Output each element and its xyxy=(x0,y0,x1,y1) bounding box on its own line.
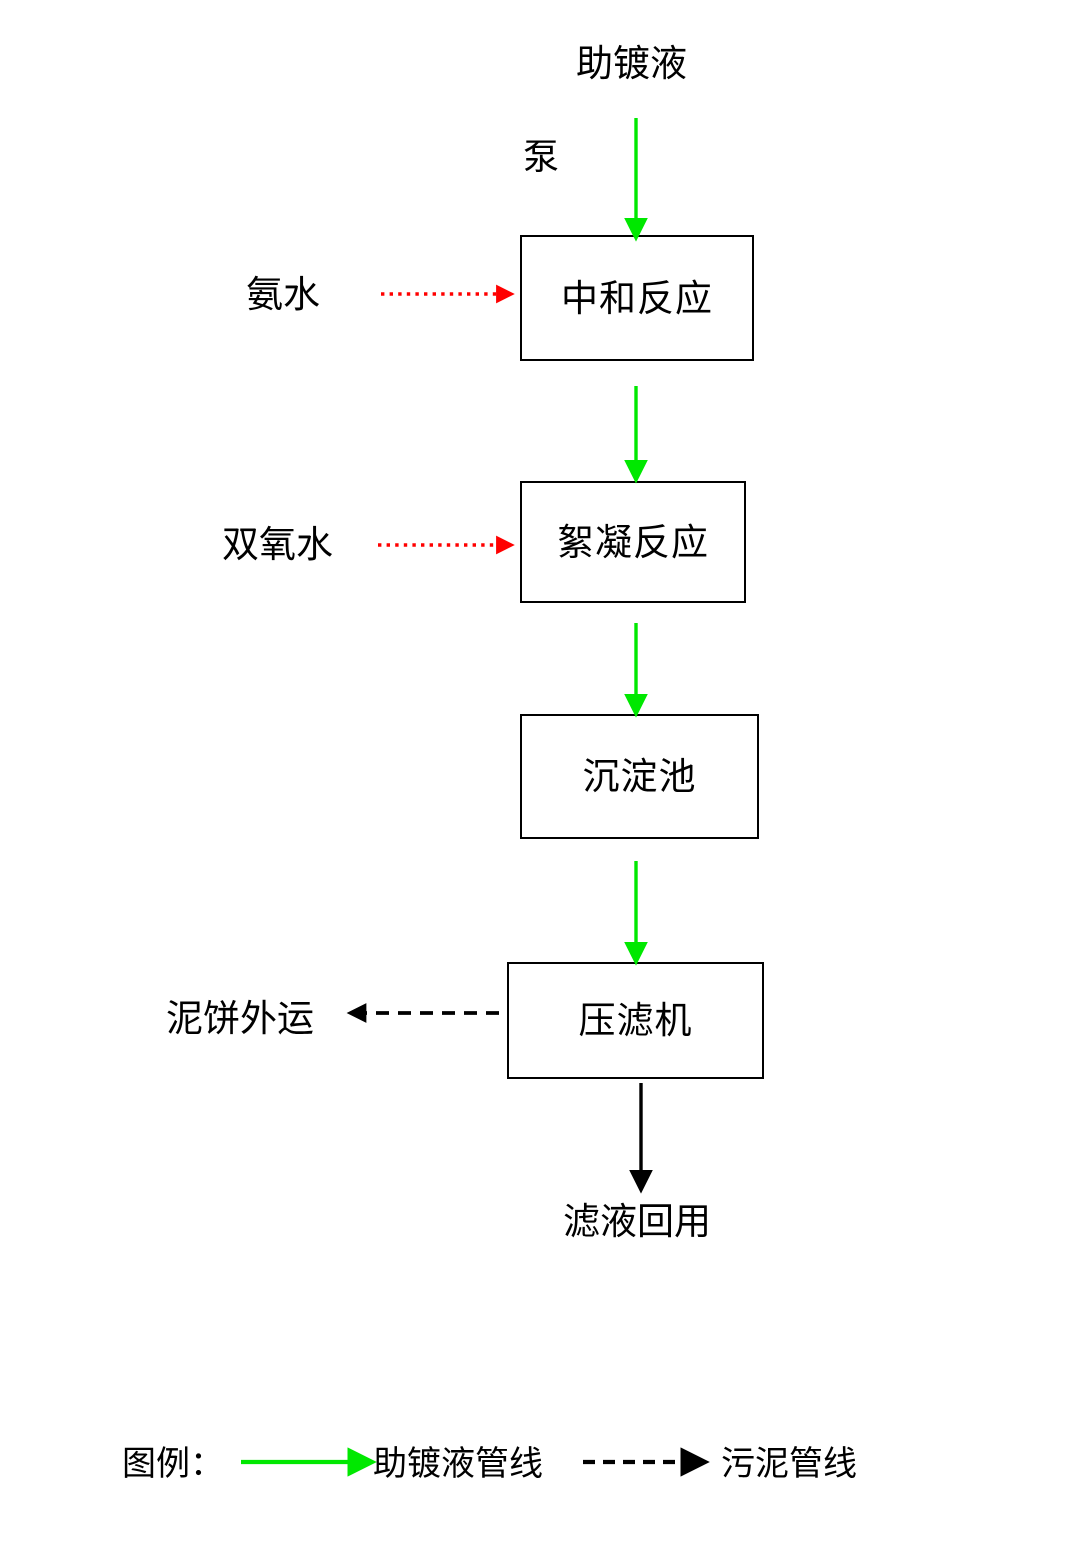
legend-title: 图例： xyxy=(122,1444,224,1484)
filtrate-reuse-output-label: 滤液回用 xyxy=(563,1200,711,1243)
legend-label-flux-pipeline: 助镀液管线 xyxy=(373,1444,543,1484)
process-box-neutralization-reaction[interactable]: 中和反应 xyxy=(520,235,754,361)
process-box-label: 絮凝反应 xyxy=(557,520,709,564)
mud-cake-output-label: 泥饼外运 xyxy=(166,997,314,1040)
pump-label: 泵 xyxy=(523,137,560,178)
flux-source-label: 助镀液 xyxy=(576,42,687,85)
process-box-filter-press[interactable]: 压滤机 xyxy=(507,962,764,1079)
process-box-sedimentation-tank[interactable]: 沉淀池 xyxy=(520,714,759,839)
hydrogen-peroxide-input-label: 双氧水 xyxy=(222,523,333,566)
process-box-label: 中和反应 xyxy=(561,276,713,320)
process-box-label: 沉淀池 xyxy=(582,755,697,798)
process-box-flocculation-reaction[interactable]: 絮凝反应 xyxy=(520,481,746,603)
process-box-label: 压滤机 xyxy=(578,999,693,1042)
legend-label-sludge-pipeline: 污泥管线 xyxy=(721,1444,857,1484)
ammonia-input-label: 氨水 xyxy=(246,273,320,316)
legend: 图例： 助镀液管线 污泥管线 xyxy=(0,1432,1083,1502)
